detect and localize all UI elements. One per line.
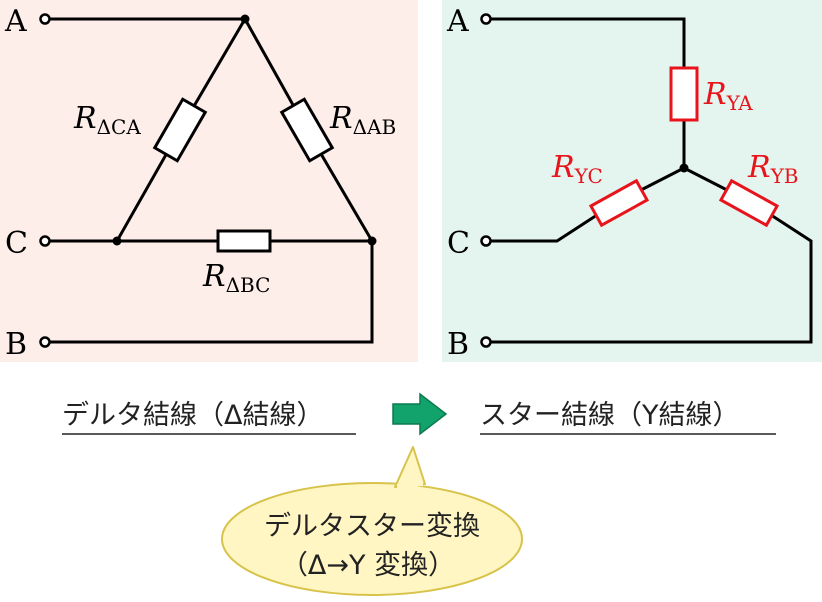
star-label-a: A <box>446 4 469 39</box>
delta-label-c: C <box>5 226 28 261</box>
subscript: YC <box>574 164 603 188</box>
star-resistor-ya-label: RYA <box>703 77 753 115</box>
subscript: YB <box>770 164 799 188</box>
delta-resistor-bc <box>216 229 272 253</box>
right-arrow-icon <box>392 392 448 436</box>
delta-node-right <box>367 236 377 246</box>
star-label-b: B <box>447 327 469 362</box>
delta-resistor-ca-label: RΔCA <box>73 101 141 139</box>
symbol: R <box>202 259 226 294</box>
delta-label-a: A <box>4 4 27 39</box>
star-node-center <box>679 163 689 173</box>
delta-node-top <box>240 14 250 24</box>
subscript: ΔCA <box>97 115 142 139</box>
star-resistor-yb-label: RYB <box>747 150 799 188</box>
callout-line1: デルタスター変換 <box>264 511 480 542</box>
symbol: R <box>747 150 771 185</box>
delta-caption: デルタ結線（Δ結線） <box>62 400 323 431</box>
symbol: R <box>329 101 353 136</box>
star-terminal-a <box>480 13 492 25</box>
delta-terminal-a <box>39 13 51 25</box>
subscript: ΔAB <box>353 115 397 139</box>
star-panel <box>442 0 822 362</box>
delta-terminal-b <box>39 336 51 348</box>
delta-resistor-ca <box>152 97 208 163</box>
star-terminal-c <box>480 235 492 247</box>
callout-line2: （Δ→Y 変換） <box>281 550 455 581</box>
symbol: R <box>73 101 97 136</box>
star-wires <box>490 17 813 344</box>
symbol: R <box>703 77 727 112</box>
star-resistor-yb <box>718 178 780 228</box>
star-terminal-b <box>480 336 492 348</box>
delta-node-left <box>112 236 122 246</box>
star-resistor-yc-label: RYC <box>551 150 603 188</box>
star-resistor-ya <box>669 66 699 122</box>
delta-resistor-bc-label: RΔBC <box>202 259 270 297</box>
subscript: ΔBC <box>226 273 271 297</box>
delta-panel <box>0 0 418 362</box>
delta-resistor-ab <box>279 97 335 163</box>
subscript: YA <box>726 91 754 115</box>
star-resistor-yc <box>588 178 650 228</box>
conversion-callout <box>221 446 523 596</box>
delta-terminal-c <box>39 235 51 247</box>
star-label-c: C <box>447 226 470 261</box>
symbol: R <box>551 150 575 185</box>
delta-resistor-ab-label: RΔAB <box>329 101 396 139</box>
star-caption: スター結線（Y結線） <box>480 400 740 431</box>
delta-label-b: B <box>5 327 27 362</box>
